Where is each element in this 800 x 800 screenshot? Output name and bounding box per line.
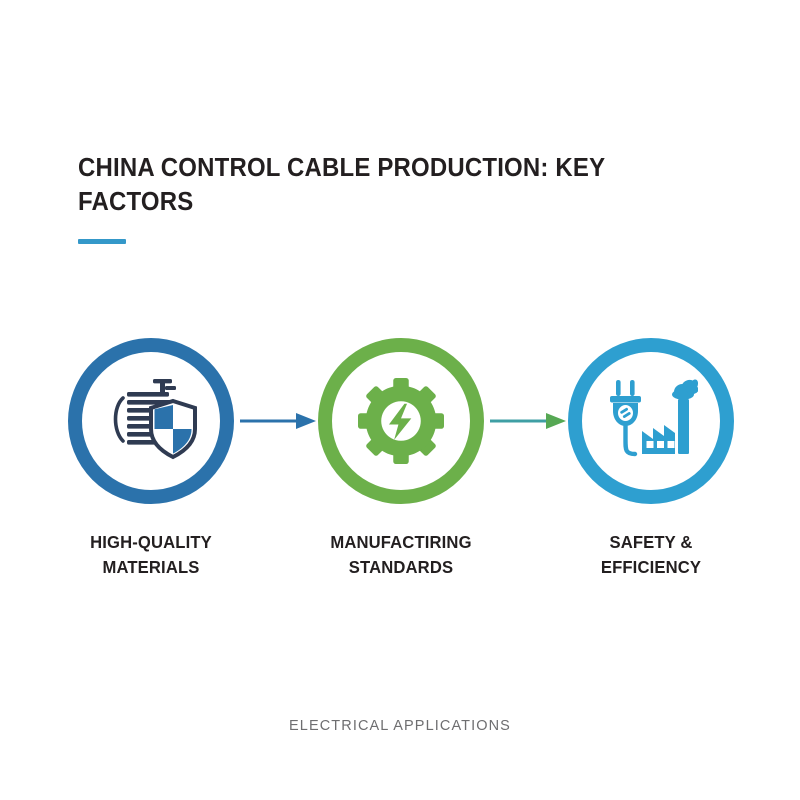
title-accent-bar <box>78 239 126 244</box>
step-3-label: SAFETY & EFFICIENCY <box>600 532 702 577</box>
flow-labels-row: HIGH-QUALITY MATERIALS MANUFACTIRING STA… <box>0 530 800 590</box>
cable-shield-icon <box>113 379 197 460</box>
flow-arrow-1 <box>240 410 318 432</box>
flow-step-1[interactable] <box>68 338 234 504</box>
flow-step-2[interactable] <box>318 338 484 504</box>
flow-step-3[interactable] <box>568 338 734 504</box>
page-title: CHINA CONTROL CABLE PRODUCTION: KEY FACT… <box>78 154 605 216</box>
arrow-right-icon <box>240 413 316 429</box>
step-1-label: HIGH-QUALITY MATERIALS <box>90 532 212 577</box>
step-2-label: MANUFACTIRING STANDARDS <box>330 532 472 577</box>
title-block: CHINA CONTROL CABLE PRODUCTION: KEY FACT… <box>78 152 658 219</box>
arrow-right-icon <box>490 413 566 429</box>
gear-lightning-icon <box>358 378 444 464</box>
footer-caption: ELECTRICAL APPLICATIONS <box>289 718 511 734</box>
step-1-circle <box>68 338 234 504</box>
step-3-circle <box>568 338 734 504</box>
plug-factory-icon <box>610 379 698 457</box>
step-2-circle <box>318 338 484 504</box>
flow-arrow-2 <box>490 410 568 432</box>
flow-steps-row <box>0 338 800 508</box>
